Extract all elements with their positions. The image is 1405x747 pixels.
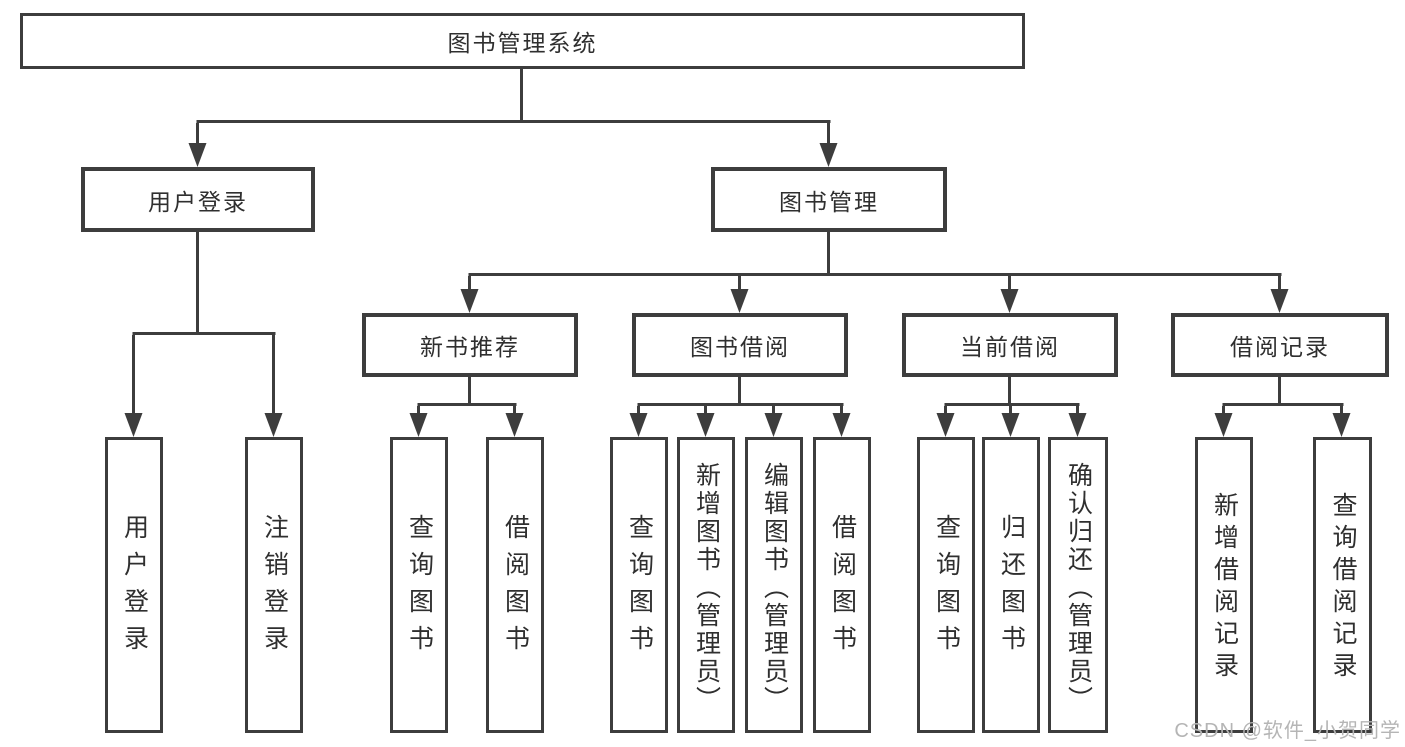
leaf-borrow-books-1: 借阅图书 <box>486 437 544 733</box>
leaf-borrow-books-2: 借阅图书 <box>813 437 871 733</box>
leaf-query-books-1: 查询图书 <box>390 437 448 733</box>
node-new-book-recommend: 新书推荐 <box>362 313 578 377</box>
node-library-management-system: 图书管理系统 <box>20 13 1025 69</box>
leaf-logout: 注销登录 <box>245 437 303 733</box>
node-user-login: 用户登录 <box>81 167 315 232</box>
node-borrow-records: 借阅记录 <box>1171 313 1389 377</box>
node-book-management: 图书管理 <box>711 167 947 232</box>
leaf-edit-books-admin: 编辑图书（管理员） <box>745 437 803 733</box>
leaf-user-login: 用户登录 <box>105 437 163 733</box>
leaf-return-books: 归还图书 <box>982 437 1040 733</box>
leaf-query-borrow-record: 查询借阅记录 <box>1313 437 1372 733</box>
leaf-query-books-2: 查询图书 <box>610 437 668 733</box>
leaf-query-books-3: 查询图书 <box>917 437 975 733</box>
node-current-borrowing: 当前借阅 <box>902 313 1118 377</box>
leaf-add-borrow-record: 新增借阅记录 <box>1195 437 1253 733</box>
leaf-add-books-admin: 新增图书（管理员） <box>677 437 735 733</box>
csdn-watermark: CSDN @软件_小贺同学 <box>1174 720 1401 742</box>
leaf-confirm-return-admin: 确认归还（管理员） <box>1048 437 1108 733</box>
node-book-borrowing: 图书借阅 <box>632 313 848 377</box>
